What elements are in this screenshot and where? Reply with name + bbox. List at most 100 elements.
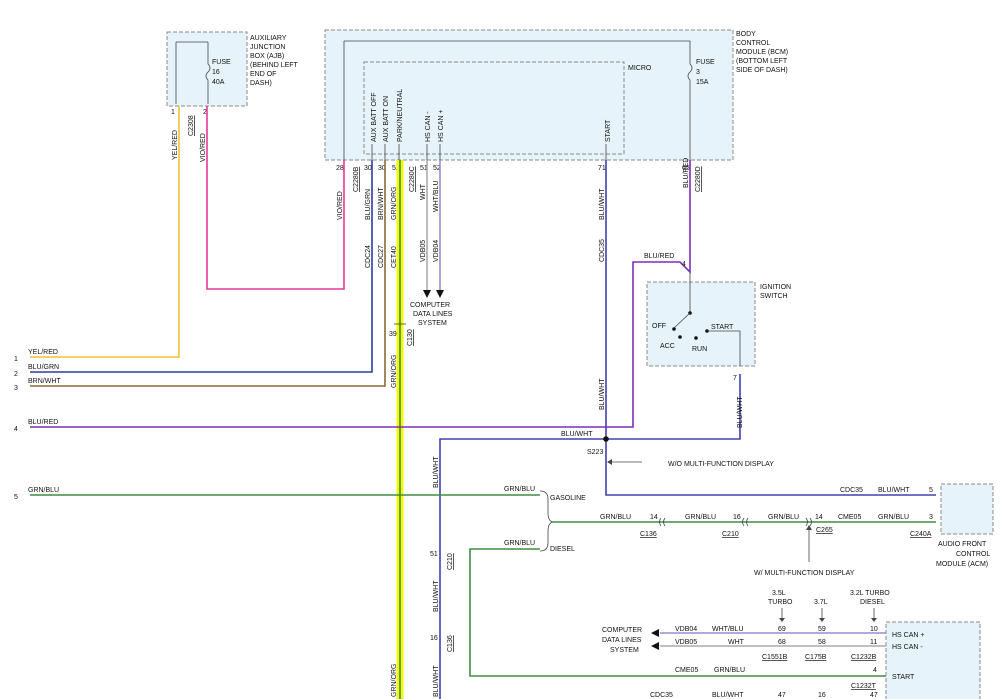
svg-text:GRN/BLU: GRN/BLU (504, 486, 535, 493)
svg-text:START: START (711, 324, 734, 331)
svg-text:51: 51 (420, 165, 428, 172)
ajb-title: AUXILIARY (250, 35, 287, 42)
bcm-input-start: START (605, 119, 612, 142)
svg-text:39: 39 (389, 331, 397, 338)
diesel-label: DIESEL (550, 546, 575, 553)
svg-text:CET40: CET40 (391, 246, 398, 268)
c130-connector: C130 (407, 329, 414, 346)
svg-text:16: 16 (430, 635, 438, 642)
svg-text:YEL/RED: YEL/RED (172, 130, 179, 160)
acm-box (940, 483, 994, 535)
gasoline-label: GASOLINE (550, 495, 586, 502)
svg-text:5: 5 (14, 494, 18, 501)
svg-text:3: 3 (14, 385, 18, 392)
svg-text:SYSTEM: SYSTEM (418, 320, 447, 327)
svg-text:VDB04: VDB04 (433, 240, 440, 262)
svg-text:CDC35: CDC35 (840, 487, 863, 494)
svg-text:7: 7 (733, 375, 737, 382)
ajb-connector: C2308 (188, 115, 195, 136)
svg-text:3.5L: 3.5L (772, 590, 786, 597)
svg-text:BLU/WHT: BLU/WHT (599, 188, 606, 220)
svg-text:DIESEL: DIESEL (860, 599, 885, 606)
svg-text:40A: 40A (212, 79, 225, 86)
svg-text:SYSTEM: SYSTEM (610, 647, 639, 654)
svg-text:BLU/RED: BLU/RED (644, 253, 674, 260)
svg-text:CDC24: CDC24 (365, 245, 372, 268)
svg-text:BLU/WHT: BLU/WHT (878, 487, 910, 494)
svg-text:TURBO: TURBO (768, 599, 793, 606)
svg-text:VDB05: VDB05 (675, 639, 697, 646)
w-mfd-label: W/ MULTI-FUNCTION DISPLAY (754, 570, 855, 577)
data-lines-label: COMPUTER (410, 302, 450, 309)
svg-text:BOX (AJB): BOX (AJB) (250, 53, 284, 60)
svg-text:OFF: OFF (652, 323, 666, 330)
svg-text:52: 52 (392, 165, 400, 172)
wire-brn-wht (30, 160, 386, 387)
svg-text:4: 4 (682, 261, 686, 268)
svg-text:BLU/WHT: BLU/WHT (599, 378, 606, 410)
pcm-box (885, 621, 981, 699)
arrow-down-icon (436, 290, 444, 298)
bcm-connector-d: C2280D (695, 166, 702, 192)
wire-blu-wht-branch (439, 438, 606, 699)
bcm-input-hs-can-minus: HS CAN - (425, 111, 432, 142)
svg-text:GRN/ORG: GRN/ORG (391, 664, 398, 697)
bcm-fuse-icon (687, 63, 693, 81)
bcm-connector-c: C2280C (409, 166, 416, 192)
bcm-input-hs-can-plus: HS CAN + (438, 110, 445, 142)
svg-text:SWITCH: SWITCH (760, 293, 788, 300)
wire-blu-red (30, 160, 691, 428)
svg-text:VDB04: VDB04 (675, 626, 697, 633)
svg-text:C240A: C240A (910, 531, 932, 538)
ajb-fuse-label: FUSE (212, 59, 231, 66)
svg-text:WHT/BLU: WHT/BLU (712, 626, 744, 633)
svg-text:GRN/BLU: GRN/BLU (685, 514, 716, 521)
svg-text:16: 16 (212, 69, 220, 76)
wire-grn-blu-diesel (469, 548, 886, 677)
svg-text:15A: 15A (696, 79, 709, 86)
svg-text:CDC35: CDC35 (599, 239, 606, 262)
svg-text:BLU/WHT: BLU/WHT (433, 456, 440, 488)
svg-text:16: 16 (733, 514, 741, 521)
svg-text:69: 69 (778, 626, 786, 633)
svg-text:C136: C136 (447, 635, 454, 652)
svg-text:MODULE (BCM): MODULE (BCM) (736, 49, 788, 56)
svg-text:CDC27: CDC27 (378, 245, 385, 268)
wo-mfd-label: W/O MULTI-FUNCTION DISPLAY (668, 461, 774, 468)
arrow-left-icon (651, 629, 659, 637)
svg-text:END OF: END OF (250, 71, 276, 78)
svg-text:ACC: ACC (660, 343, 675, 350)
svg-text:1: 1 (14, 356, 18, 363)
svg-text:68: 68 (778, 639, 786, 646)
svg-text:WHT: WHT (420, 183, 427, 200)
svg-text:52: 52 (433, 165, 441, 172)
svg-text:C210: C210 (722, 531, 739, 538)
svg-text:WHT: WHT (728, 639, 745, 646)
svg-text:GRN/BLU: GRN/BLU (600, 514, 631, 521)
svg-text:DATA LINES: DATA LINES (602, 637, 642, 644)
wire-blu-wht-ignition (606, 374, 741, 440)
svg-text:BLU/WHT: BLU/WHT (433, 665, 440, 697)
svg-text:JUNCTION: JUNCTION (250, 44, 285, 51)
bcm-connector-b: C2280B (353, 166, 360, 192)
svg-text:16: 16 (818, 692, 826, 699)
svg-text:3: 3 (929, 514, 933, 521)
svg-text:BLU/GRN: BLU/GRN (365, 189, 372, 220)
svg-text:3.7L: 3.7L (814, 599, 828, 606)
wire-blu-wht-start (605, 160, 936, 496)
svg-text:51: 51 (430, 551, 438, 558)
svg-text:4: 4 (14, 426, 18, 433)
svg-text:47: 47 (778, 692, 786, 699)
svg-text:CME05: CME05 (838, 514, 861, 521)
svg-text:2: 2 (14, 371, 18, 378)
svg-text:BLU/GRN: BLU/GRN (28, 364, 59, 371)
svg-text:RUN: RUN (692, 346, 707, 353)
svg-text:58: 58 (818, 639, 826, 646)
svg-text:1: 1 (171, 109, 175, 116)
svg-text:65: 65 (682, 165, 690, 172)
ignition-title: IGNITION (760, 284, 791, 291)
svg-text:GRN/BLU: GRN/BLU (28, 487, 59, 494)
svg-text:START: START (892, 674, 915, 681)
svg-text:14: 14 (650, 514, 658, 521)
